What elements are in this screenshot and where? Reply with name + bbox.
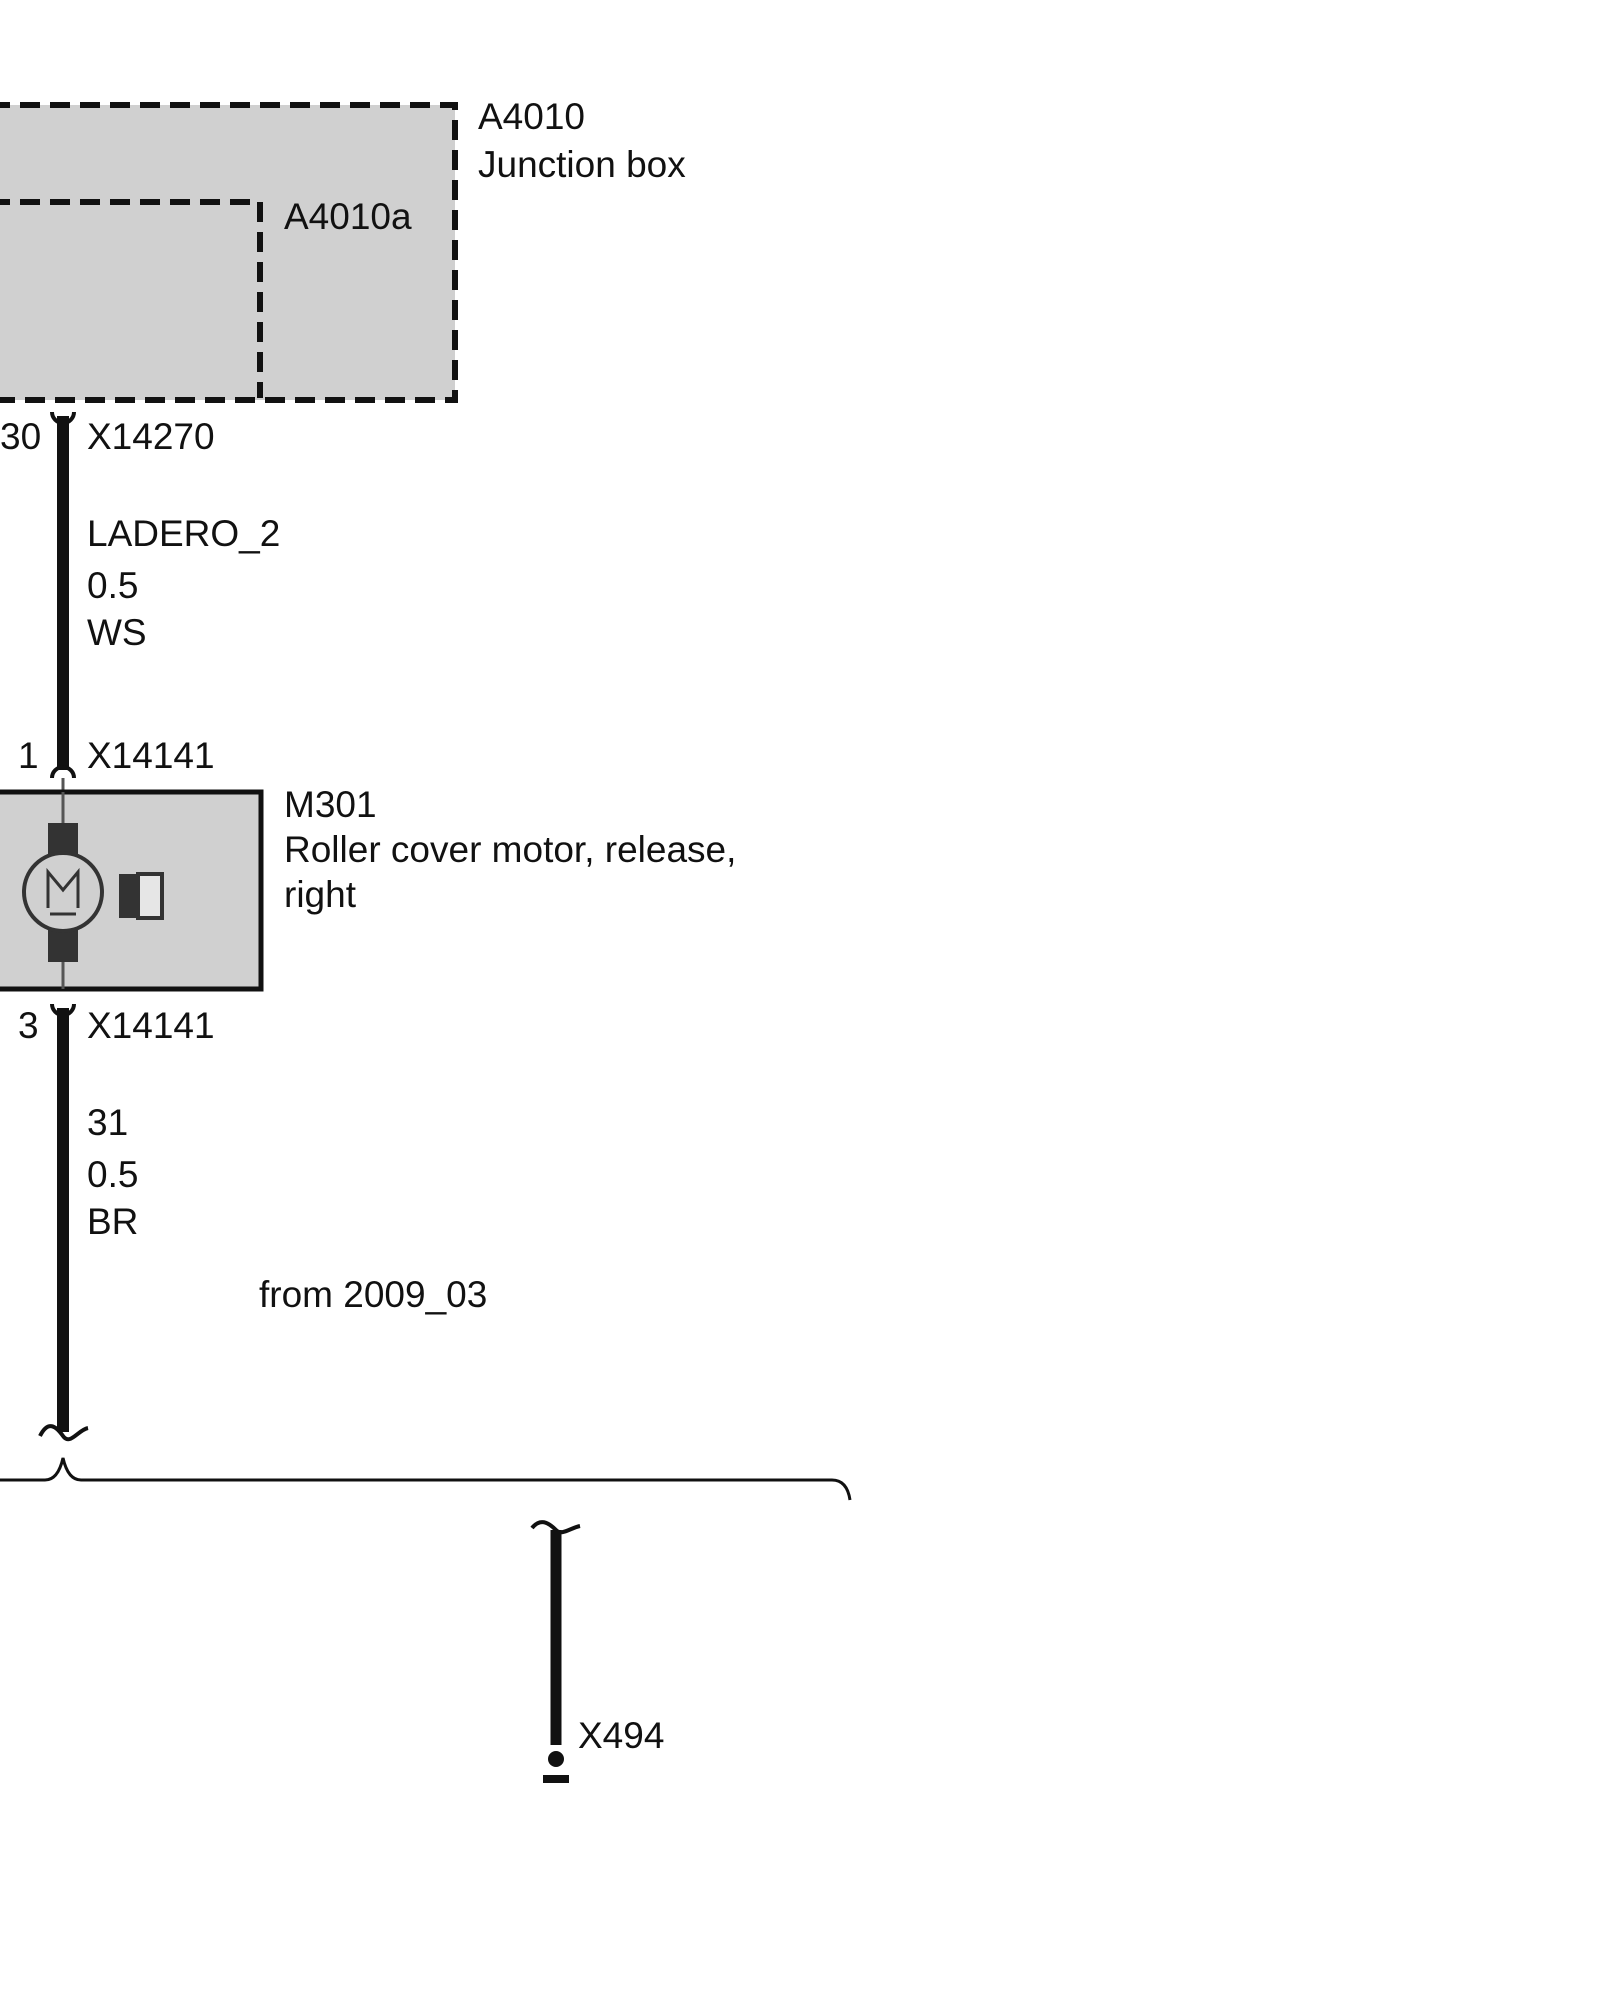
variant-note: from 2009_03 [259, 1274, 488, 1315]
ground-icon [543, 1751, 569, 1783]
motor-in-connector-id: X14141 [87, 735, 215, 776]
wire-upper-signal: LADERO_2 [87, 513, 281, 554]
motor-out-pin-label: 3 [18, 1005, 39, 1046]
motor-out-connector-id: X14141 [87, 1005, 215, 1046]
junction-box-id: A4010 [478, 96, 585, 137]
motor-id: M301 [284, 784, 377, 825]
wire-lower-size: 0.5 [87, 1154, 139, 1195]
junction-box-a4010a [0, 199, 263, 398]
wire-upper-size: 0.5 [87, 565, 139, 606]
junction-box-name: Junction box [478, 144, 686, 185]
variant-brace [0, 1457, 852, 1501]
wire-lower-color: BR [87, 1201, 139, 1242]
junction-box-sub-id: A4010a [284, 196, 412, 237]
connector-top-id: X14270 [87, 416, 215, 457]
connector-top-pin-label: 30 [0, 416, 42, 457]
junction-box-a4010 [0, 102, 458, 403]
wire-lower-signal: 31 [87, 1102, 129, 1143]
motor-name-line2: right [284, 874, 356, 915]
motor-in-pin-label: 1 [18, 735, 39, 776]
ground-id: X494 [578, 1715, 665, 1756]
motor-symbol-icon [22, 792, 164, 989]
motor-name-line1: Roller cover motor, release, [284, 829, 737, 870]
wire-upper-color: WS [87, 612, 147, 653]
wire-break-icon [38, 1424, 89, 1442]
connector-x14141-pin1-icon [50, 765, 76, 779]
